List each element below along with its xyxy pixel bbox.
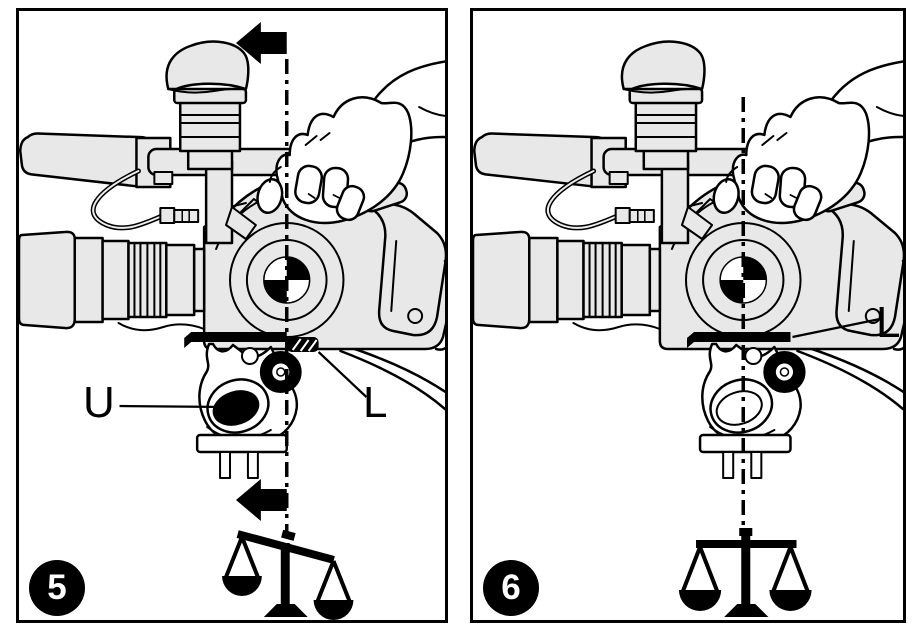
label-l-leader-line	[792, 317, 881, 339]
label-l-leader-line	[317, 351, 368, 398]
step-number-badge-5: 5	[29, 560, 85, 616]
panel-5-illustration	[19, 22, 445, 620]
label-l: L	[876, 298, 901, 347]
left-arrow-icon-bottom	[235, 479, 287, 521]
tripod-head	[687, 332, 805, 478]
balance-scale-unbalanced-icon	[220, 516, 356, 620]
balance-scale-balanced-icon	[679, 528, 812, 617]
hand	[709, 57, 903, 225]
label-l: L	[363, 378, 388, 427]
label-u: U	[83, 378, 115, 427]
panel-step-6: L 6	[470, 8, 906, 623]
plate-lock-lever	[286, 337, 319, 352]
panel-6-illustration	[473, 11, 903, 620]
pan-lock-opening	[213, 391, 259, 425]
panel-step-5: U L 5	[16, 8, 448, 623]
hand	[252, 57, 445, 225]
tripod-head	[184, 332, 300, 478]
step-number-badge-6: 6	[483, 560, 539, 616]
label-u-leader-line	[119, 404, 229, 409]
